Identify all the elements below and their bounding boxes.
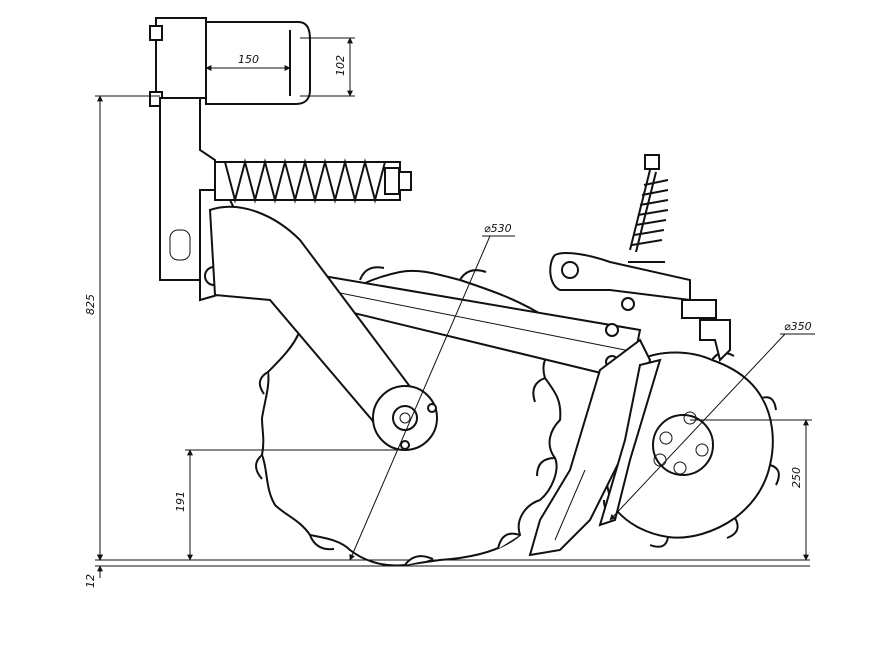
dim-12: 12	[84, 548, 103, 588]
dim-102-label: 102	[334, 55, 347, 76]
dim-102: 102	[300, 37, 355, 97]
dim-12-label: 12	[84, 574, 97, 588]
upper-spring	[549, 154, 731, 362]
dim-191-label: 191	[174, 491, 187, 512]
dim-350-label: ⌀350	[784, 320, 812, 333]
dim-825-label: 825	[84, 294, 97, 315]
swing-arm	[208, 205, 438, 451]
dim-825: 825	[84, 95, 160, 561]
dim-150: 150	[205, 53, 291, 71]
dim-530: ⌀530	[349, 222, 515, 561]
dim-350: ⌀350	[609, 320, 815, 521]
small-disc	[603, 351, 780, 548]
dim-530-label: ⌀530	[484, 222, 512, 235]
dim-250: 250	[690, 419, 812, 561]
large-disc	[255, 266, 562, 567]
dim-250-label: 250	[790, 467, 803, 488]
mount-bracket	[149, 17, 311, 107]
ground-lines	[95, 559, 810, 567]
dim-150-label: 150	[238, 53, 259, 66]
spring	[214, 158, 412, 204]
dim-191: 191	[174, 449, 405, 561]
